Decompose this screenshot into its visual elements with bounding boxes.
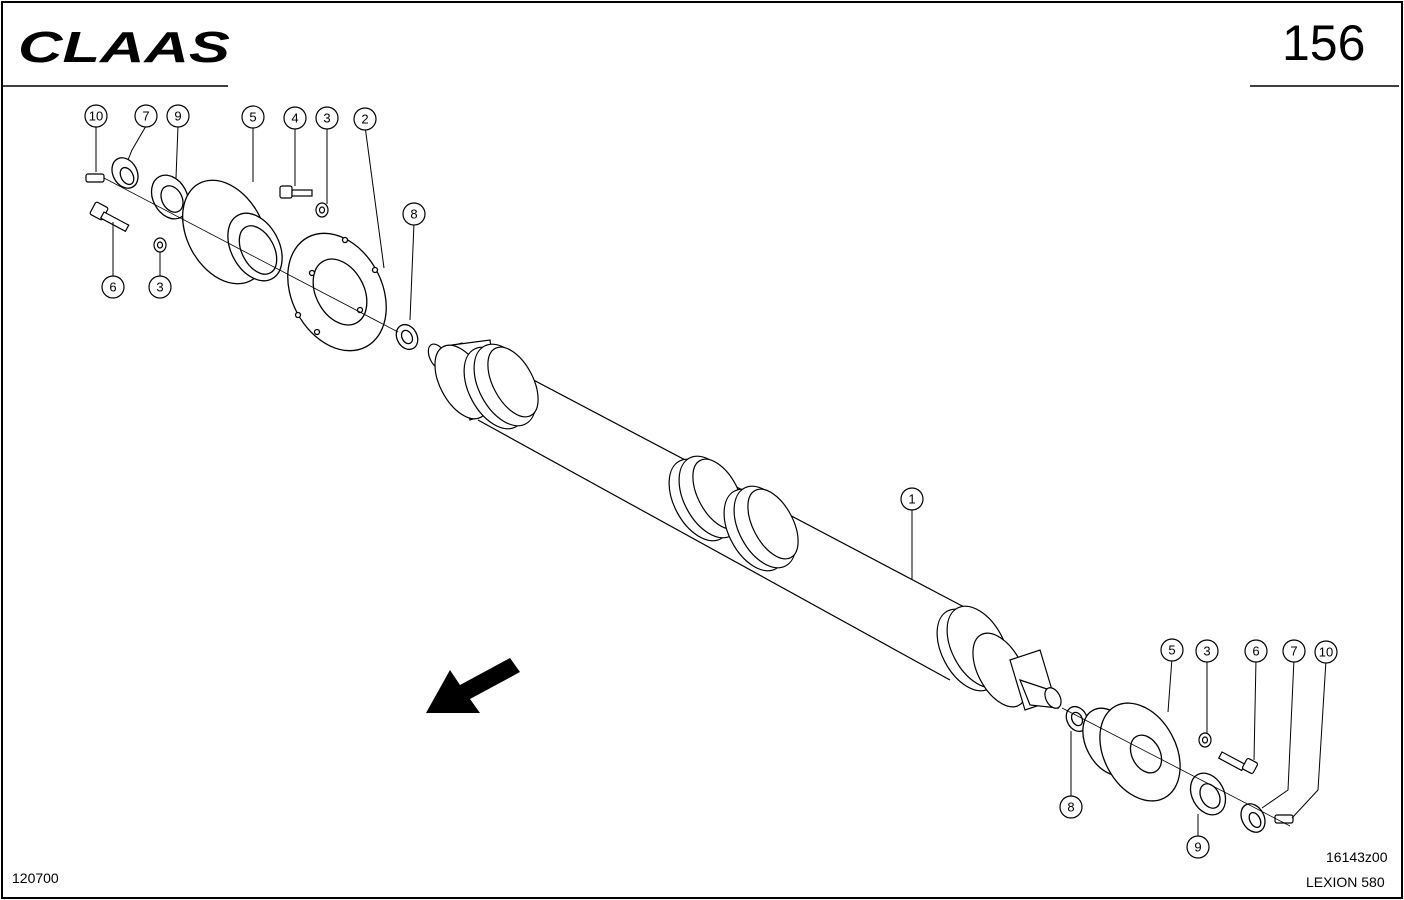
callout-2: 2: [353, 107, 377, 131]
left-bolt-lower: [89, 201, 130, 233]
page-number: 156: [1282, 15, 1366, 71]
direction-arrow: [426, 658, 520, 713]
left-axis-line: [103, 177, 399, 333]
claas-logo: CLAAS: [18, 23, 230, 72]
svg-text:8: 8: [1067, 800, 1074, 815]
left-grub-screw: [85, 173, 105, 183]
svg-text:8: 8: [410, 207, 417, 222]
leader-lines: [95, 125, 1327, 838]
svg-text:9: 9: [174, 109, 181, 124]
svg-text:2: 2: [361, 112, 368, 127]
right-axis-line: [1061, 707, 1291, 827]
svg-text:CLAAS: CLAAS: [18, 23, 230, 72]
svg-text:3: 3: [323, 111, 330, 126]
right-grub-screw: [1274, 814, 1294, 824]
left-washer-lower: [153, 237, 167, 253]
right-bearing: [1189, 772, 1227, 816]
svg-text:5: 5: [1168, 643, 1175, 658]
svg-text:5: 5: [249, 110, 256, 125]
callout-9-left: 9: [166, 104, 190, 128]
left-collar-ring: [111, 157, 139, 189]
svg-text:10: 10: [1319, 645, 1333, 660]
callout-10-left: 10: [84, 104, 108, 128]
callout-10-right: 10: [1314, 640, 1338, 664]
right-collar-ring: [1240, 803, 1266, 833]
callout-5-left: 5: [241, 105, 265, 129]
svg-text:3: 3: [1203, 644, 1210, 659]
svg-text:7: 7: [1290, 644, 1297, 659]
callout-1: 1: [900, 487, 924, 511]
right-washer: [1198, 732, 1212, 748]
callout-8-left: 8: [402, 202, 426, 226]
callout-6-right: 6: [1244, 639, 1268, 663]
svg-text:3: 3: [156, 280, 163, 295]
callout-4: 4: [283, 106, 307, 130]
svg-text:6: 6: [1252, 644, 1259, 659]
callout-7-left: 7: [134, 104, 158, 128]
right-flange-housing: [1082, 702, 1181, 802]
left-gasket-plate: [287, 232, 387, 352]
svg-text:1: 1: [908, 492, 915, 507]
date-code: 120700: [12, 870, 59, 886]
callout-9-right: 9: [1186, 835, 1210, 859]
right-bolt: [1217, 751, 1259, 775]
model-name: LEXION 580: [1306, 874, 1385, 890]
callout-6-left: 6: [101, 275, 125, 299]
shaft-part: [427, 339, 1062, 711]
callout-8-right: 8: [1059, 795, 1083, 819]
svg-text:6: 6: [109, 280, 116, 295]
svg-text:7: 7: [142, 109, 149, 124]
left-spacer-ring: [395, 323, 419, 351]
left-washer-upper: [315, 202, 329, 218]
callout-3-right: 3: [1195, 639, 1219, 663]
svg-text:10: 10: [89, 109, 103, 124]
left-flange-housing: [182, 179, 283, 285]
drawing-code: 16143z00: [1326, 849, 1388, 865]
callout-5-right: 5: [1160, 638, 1184, 662]
left-bolt-upper: [279, 185, 313, 199]
svg-text:9: 9: [1194, 840, 1201, 855]
callout-3-left-lower: 3: [148, 275, 172, 299]
callout-7-right: 7: [1282, 639, 1306, 663]
svg-text:4: 4: [291, 111, 298, 126]
callout-3-left-upper: 3: [315, 106, 339, 130]
